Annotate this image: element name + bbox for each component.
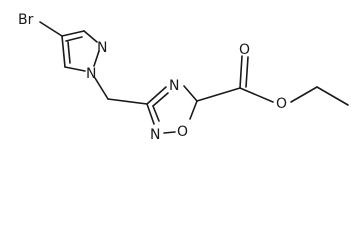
bond-c5-c4-double xyxy=(67,41,71,64)
bond-c3prime-n4-double xyxy=(152,92,169,107)
bond-n1-c5 xyxy=(64,66,86,72)
bond-c5-c4 xyxy=(61,35,66,68)
atom-oxadiazole-o1: O xyxy=(177,124,188,140)
bond-ccarbonyl-ocarbonyl-double xyxy=(245,56,249,88)
bond-n2-n1 xyxy=(93,50,100,67)
atom-oxadiazole-n2: N xyxy=(150,127,160,143)
bond-c4-br xyxy=(39,21,63,37)
atom-oxadiazole-n4: N xyxy=(169,78,179,94)
atom-ester-oxygen: O xyxy=(276,96,287,112)
bond-o1-n2 xyxy=(163,131,176,134)
bond-ch2-c3prime xyxy=(107,98,148,105)
bond-c3-n2 xyxy=(83,30,98,43)
bond-layer xyxy=(39,21,349,134)
atom-carbonyl-oxygen: O xyxy=(239,42,250,58)
bond-ccarbonyl-ocarbonyl xyxy=(239,55,243,89)
bond-c3prime-n4 xyxy=(146,86,167,105)
bond-n1-ch2 xyxy=(94,77,109,100)
bond-n4-c5prime xyxy=(183,85,198,102)
bond-c4-c3-double xyxy=(65,36,83,42)
bond-n2-c3prime xyxy=(146,103,155,125)
molecule-structure: Br N N N N O O O xyxy=(18,12,349,143)
atom-bromine: Br xyxy=(18,12,34,28)
atom-pyrazole-n1: N xyxy=(86,66,96,82)
bond-c5prime-ccarbonyl xyxy=(196,87,241,102)
bond-oester-ch2 xyxy=(290,86,318,103)
bond-c4-c3 xyxy=(61,30,85,37)
bond-c5prime-o1 xyxy=(189,100,198,120)
atom-labels: Br N N N N O O O xyxy=(18,12,287,143)
bond-n2-c3prime-double xyxy=(152,105,160,122)
atom-pyrazole-n2: N xyxy=(97,40,107,56)
bond-ccarbonyl-oester xyxy=(239,87,274,103)
bond-ch2-ch3 xyxy=(316,86,349,106)
